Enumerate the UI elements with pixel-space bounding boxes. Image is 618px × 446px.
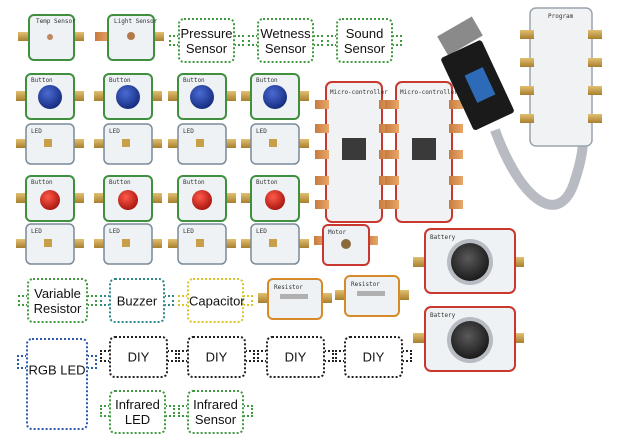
program-label: Program	[548, 13, 574, 20]
diy1-tab-left	[100, 350, 110, 362]
led-label: LED	[109, 228, 120, 235]
battery-module-1: Battery	[413, 228, 524, 294]
irled-tab-right	[165, 405, 175, 417]
capacitor-tab-left	[178, 295, 188, 306]
led-row-bottom: LED LED LED LED	[16, 223, 309, 265]
diy-label: DIY	[284, 349, 307, 365]
diy-placeholder-3: DIY	[266, 336, 325, 378]
irsensor-tab-left	[178, 405, 188, 417]
sound-sensor-placeholder: Sound Sensor	[336, 18, 393, 63]
diy3-tab-right	[324, 350, 334, 362]
led-row-top: LED LED LED LED	[16, 123, 309, 165]
diy4-tab-left	[335, 350, 345, 362]
button-label: Button	[183, 77, 205, 84]
diy2-tab-left	[178, 350, 188, 362]
temp-sensor-label: Temp Sensor	[36, 18, 76, 25]
led-label: LED	[256, 228, 267, 235]
button-label: Button	[256, 179, 278, 186]
diy4-tab-right	[402, 350, 412, 362]
battery-label: Battery	[430, 234, 456, 241]
button-label: Button	[31, 179, 53, 186]
rgb-led-placeholder: RGB LED	[26, 338, 88, 430]
microcontroller-module-1: Micro-controller	[315, 81, 393, 223]
diy1-tab-right	[167, 350, 177, 362]
infrared-led-placeholder: Infrared LED	[109, 390, 166, 434]
buzzer-tab-right	[164, 295, 174, 306]
wetness-tab-left	[248, 35, 258, 46]
diy-label: DIY	[362, 349, 385, 365]
red-button-row: Button Button Button Button	[16, 175, 309, 222]
button-label: Button	[109, 179, 131, 186]
infrared-led-label: Infrared LED	[115, 397, 160, 427]
blue-button-row: Button Button Button Button	[16, 73, 309, 120]
resistor-module-2: Resistor	[335, 275, 409, 317]
diy2-tab-right	[245, 350, 255, 362]
wetness-sensor-label: Wetness Sensor	[260, 25, 311, 56]
irsensor-tab-right	[243, 405, 253, 417]
diy-label: DIY	[205, 349, 228, 365]
sound-sensor-label: Sound Sensor	[343, 25, 386, 56]
led-label: LED	[256, 128, 267, 135]
diy-placeholder-4: DIY	[344, 336, 403, 378]
rgb-led-label: RGB LED	[28, 362, 86, 378]
led-label: LED	[109, 128, 120, 135]
variable-resistor-label: Variable Resistor	[33, 285, 82, 316]
microcontroller-label: Micro-controller	[400, 89, 458, 96]
irled-tab-left	[100, 405, 110, 417]
microcontroller-label: Micro-controller	[330, 89, 388, 96]
capacitor-tab-right	[243, 295, 253, 306]
pressure-sensor-placeholder: Pressure Sensor	[178, 18, 235, 63]
led-label: LED	[31, 228, 42, 235]
led-label: LED	[31, 128, 42, 135]
buzzer-placeholder: Buzzer	[109, 278, 165, 323]
light-sensor-label: Light Sensor	[114, 18, 158, 25]
button-label: Button	[31, 77, 53, 84]
infrared-sensor-label: Infrared Sensor	[193, 397, 238, 427]
led-label: LED	[183, 228, 194, 235]
rgb-tab-right	[87, 355, 97, 369]
resistor-module-1: Resistor	[258, 278, 332, 320]
resistor-label: Resistor	[274, 284, 303, 291]
varres-tab-right	[87, 295, 97, 306]
button-label: Button	[256, 77, 278, 84]
battery-label: Battery	[430, 312, 456, 319]
wetness-sensor-placeholder: Wetness Sensor	[257, 18, 314, 63]
diy-placeholder-2: DIY	[187, 336, 246, 378]
diy-placeholder-1: DIY	[109, 336, 168, 378]
pressure-sensor-label: Pressure Sensor	[180, 25, 233, 56]
temp-sensor-module: Temp Sensor	[18, 14, 84, 61]
pressure-tab-right	[234, 35, 244, 46]
buzzer-label: Buzzer	[116, 293, 158, 308]
infrared-sensor-placeholder: Infrared Sensor	[187, 390, 244, 434]
microcontroller-module-2: Micro-controller	[385, 81, 463, 223]
capacitor-label: Capacitor	[189, 293, 245, 308]
pressure-tab-left	[169, 35, 179, 46]
wetness-tab-right	[313, 35, 323, 46]
battery-module-2: Battery	[413, 306, 524, 372]
capacitor-placeholder: Capacitor	[187, 278, 245, 323]
diy3-tab-left	[257, 350, 267, 362]
variable-resistor-placeholder: Variable Resistor	[27, 278, 88, 323]
programmer-module: Program	[437, 7, 602, 210]
motor-label: Motor	[328, 229, 346, 236]
button-label: Button	[183, 179, 205, 186]
light-sensor-module: Light Sensor	[95, 14, 164, 61]
varres-tab-left	[18, 295, 28, 306]
sound-tab-left	[327, 35, 337, 46]
rgb-tab-left	[17, 355, 27, 369]
button-label: Button	[109, 77, 131, 84]
motor-module: Motor	[314, 224, 378, 266]
diy-label: DIY	[127, 349, 150, 365]
buzzer-tab-left	[100, 295, 110, 306]
sound-tab-right	[392, 35, 402, 46]
resistor-label: Resistor	[351, 281, 380, 288]
led-label: LED	[183, 128, 194, 135]
